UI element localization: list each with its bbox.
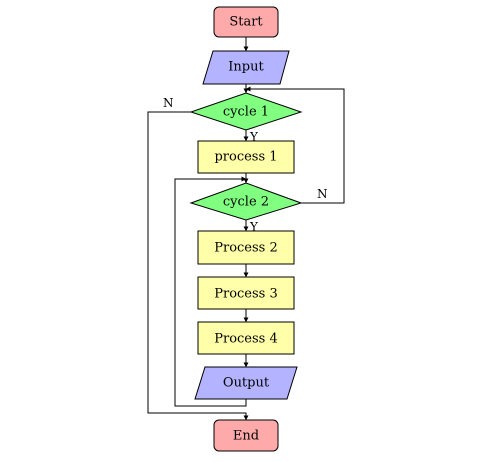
node-cycle2-label: cycle 2 [223, 195, 269, 210]
node-process1-label: process 1 [214, 150, 277, 165]
label-cycle2-yes: Y [249, 220, 259, 234]
node-cycle1: cycle 1 [189, 92, 303, 131]
node-output: Output [194, 366, 298, 400]
node-process4-shape [197, 321, 295, 355]
node-cycle1-shape [189, 92, 303, 131]
edge-cycle2-no-cycle1 [245, 86, 345, 204]
node-input: Input [202, 50, 290, 85]
node-process1-shape [197, 140, 295, 174]
node-process3-label: Process 3 [214, 287, 278, 302]
node-end: End [213, 419, 279, 452]
node-process4-label: Process 4 [214, 332, 278, 347]
node-start-shape [213, 6, 279, 38]
edge-cycle1-no-end [147, 111, 249, 421]
node-process2-label: Process 2 [214, 241, 278, 256]
node-input-shape [202, 50, 290, 85]
node-end-shape [213, 419, 279, 452]
node-process1: process 1 [197, 140, 295, 174]
node-cycle2-shape [189, 182, 303, 221]
node-process4: Process 4 [197, 321, 295, 355]
node-end-label: End [233, 429, 259, 444]
edge-output-loop-cycle2 [174, 176, 247, 407]
node-output-label: Output [223, 376, 270, 391]
node-cycle2: cycle 2 [189, 182, 303, 221]
node-process2: Process 2 [197, 230, 295, 265]
node-process3: Process 3 [197, 276, 295, 310]
node-process3-shape [197, 276, 295, 310]
node-start-label: Start [229, 15, 263, 30]
node-start: Start [213, 6, 279, 38]
label-cycle1-yes: Y [249, 130, 259, 144]
node-cycle1-label: cycle 1 [223, 105, 269, 120]
node-process2-shape [197, 230, 295, 265]
label-cycle2-no: N [317, 187, 328, 201]
node-input-label: Input [228, 60, 264, 75]
label-cycle1-no: N [163, 96, 174, 110]
node-output-shape [194, 366, 298, 400]
